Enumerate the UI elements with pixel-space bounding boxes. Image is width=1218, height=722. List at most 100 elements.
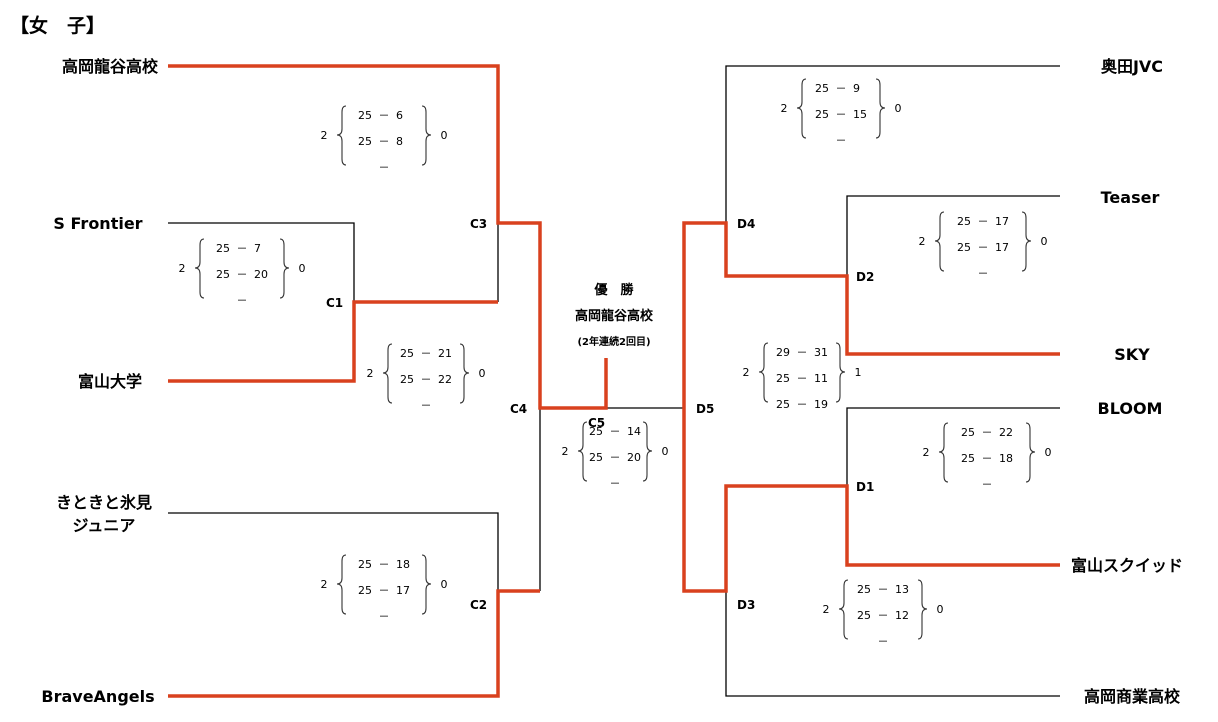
set-dash-c4-2: － xyxy=(421,373,432,386)
score-brace-left-c3 xyxy=(336,105,347,166)
set-score-right-c5-2: 20 xyxy=(627,451,641,464)
score-brace-left-c5 xyxy=(577,421,588,482)
champion-label: 優 勝 xyxy=(593,282,634,298)
score-brace-right-c3 xyxy=(421,105,432,166)
set-score-left-d1-2: 25 xyxy=(961,452,975,465)
score-total-right-d3: 0 xyxy=(937,603,944,616)
set-dash-d4-3: － xyxy=(836,134,847,147)
set-score-right-c2-1: 18 xyxy=(396,558,410,571)
set-dash-d1-2: － xyxy=(982,452,993,465)
score-total-right-c3: 0 xyxy=(441,129,448,142)
set-dash-c3-3: － xyxy=(379,161,390,174)
set-score-right-d2-1: 17 xyxy=(995,215,1009,228)
match-label-c2: C2 xyxy=(470,598,487,612)
score-brace-right-d4 xyxy=(875,78,886,139)
set-score-right-c4-2: 22 xyxy=(438,373,452,386)
set-dash-d3-3: － xyxy=(878,635,889,648)
score-total-left-c3: 2 xyxy=(321,129,328,142)
score-total-right-d2: 0 xyxy=(1041,235,1048,248)
score-total-right-c2: 0 xyxy=(441,578,448,591)
team-kitokito-himi-line2: ジュニア xyxy=(73,516,136,535)
team-takaoka-shogyo: 高岡商業高校 xyxy=(1084,687,1181,706)
winner-line-toyama-squid xyxy=(682,408,1060,593)
score-total-right-d4: 0 xyxy=(895,102,902,115)
winner-line-sky xyxy=(682,221,1060,408)
set-dash-c4-1: － xyxy=(421,347,432,360)
set-score-right-d3-1: 13 xyxy=(895,583,909,596)
set-score-right-d1-1: 22 xyxy=(999,426,1013,439)
winner-line-takaoka-ryukoku xyxy=(168,64,608,410)
line-s-frontier xyxy=(168,222,355,302)
score-brace-right-c5 xyxy=(642,421,653,482)
set-score-right-d5-2: 11 xyxy=(814,372,828,385)
set-dash-d2-2: － xyxy=(978,241,989,254)
set-dash-d1-1: － xyxy=(982,426,993,439)
winner-line-braveangels xyxy=(168,589,540,698)
bracket-lines xyxy=(168,65,1060,697)
set-dash-c3-2: － xyxy=(379,135,390,148)
team-braveangels: BraveAngels xyxy=(41,687,154,706)
score-brace-left-c4 xyxy=(382,343,393,404)
set-score-left-d4-2: 25 xyxy=(815,108,829,121)
score-total-left-d4: 2 xyxy=(781,102,788,115)
match-label-d1: D1 xyxy=(856,480,874,494)
team-toyama-univ: 富山大学 xyxy=(78,372,142,391)
score-total-right-c5: 0 xyxy=(662,445,669,458)
set-score-right-d3-2: 12 xyxy=(895,609,909,622)
set-score-left-c3-2: 25 xyxy=(358,135,372,148)
set-dash-d3-2: － xyxy=(878,609,889,622)
score-total-left-d5: 2 xyxy=(743,366,750,379)
set-score-right-d4-1: 9 xyxy=(853,82,860,95)
score-brace-left-d3 xyxy=(838,579,849,640)
set-score-left-d5-2: 25 xyxy=(776,372,790,385)
set-score-right-c2-2: 17 xyxy=(396,584,410,597)
set-score-left-c5-1: 25 xyxy=(589,425,603,438)
set-score-right-d2-2: 17 xyxy=(995,241,1009,254)
score-brace-left-d5 xyxy=(758,342,769,403)
score-total-left-c1: 2 xyxy=(179,262,186,275)
set-dash-d1-3: － xyxy=(982,478,993,491)
match-label-d5: D5 xyxy=(696,402,714,416)
score-brace-right-c2 xyxy=(421,554,432,615)
score-brace-right-d5 xyxy=(835,342,846,403)
match-label-c3: C3 xyxy=(470,217,487,231)
set-dash-c1-3: － xyxy=(237,294,248,307)
set-score-left-d2-1: 25 xyxy=(957,215,971,228)
set-dash-d4-1: － xyxy=(836,82,847,95)
score-brace-left-c2 xyxy=(336,554,347,615)
set-score-left-c4-2: 25 xyxy=(400,373,414,386)
set-dash-d5-2: － xyxy=(797,372,808,385)
team-kitokito-himi-line1: きときと氷見 xyxy=(56,493,152,512)
bracket-title: 【女 子】 xyxy=(10,14,105,37)
set-dash-d3-1: － xyxy=(878,583,889,596)
team-sky: SKY xyxy=(1114,345,1150,364)
line-kitokito xyxy=(168,512,499,591)
set-score-right-c4-1: 21 xyxy=(438,347,452,360)
score-total-right-c4: 0 xyxy=(479,367,486,380)
match-label-d3: D3 xyxy=(737,598,755,612)
set-dash-c2-1: － xyxy=(379,558,390,571)
set-dash-d2-3: － xyxy=(978,267,989,280)
set-dash-d5-1: － xyxy=(797,346,808,359)
score-brace-left-d2 xyxy=(934,211,945,272)
set-dash-c5-1: － xyxy=(610,425,621,438)
set-score-left-c2-1: 25 xyxy=(358,558,372,571)
set-dash-c1-2: － xyxy=(237,268,248,281)
line-teaser xyxy=(846,195,1060,276)
line-bloom xyxy=(846,407,1060,486)
set-score-left-c5-2: 25 xyxy=(589,451,603,464)
set-dash-c4-3: － xyxy=(421,399,432,412)
score-total-right-c1: 0 xyxy=(299,262,306,275)
set-score-left-d3-2: 25 xyxy=(857,609,871,622)
set-dash-c2-2: － xyxy=(379,584,390,597)
set-score-right-c3-1: 6 xyxy=(396,109,403,122)
set-score-left-d3-1: 25 xyxy=(857,583,871,596)
match-label-d4: D4 xyxy=(737,217,755,231)
score-brace-right-d1 xyxy=(1025,422,1036,483)
set-dash-c5-2: － xyxy=(610,451,621,464)
winner-line-toyama-univ xyxy=(168,300,498,383)
score-total-right-d5: 1 xyxy=(855,366,862,379)
score-total-left-d1: 2 xyxy=(923,446,930,459)
